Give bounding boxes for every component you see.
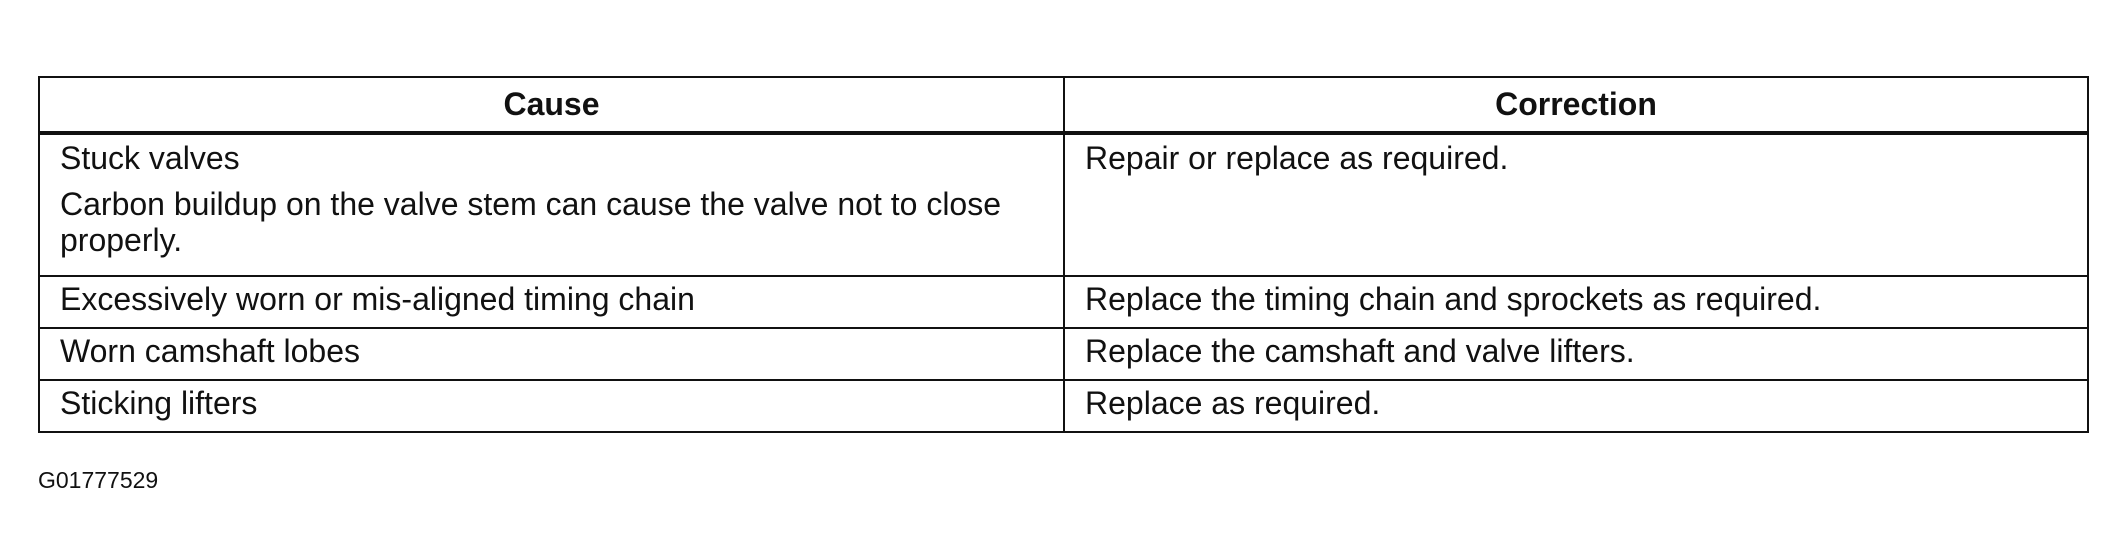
cause-cell: Stuck valves Carbon buildup on the valve…: [38, 132, 1065, 277]
correction-cell: Replace the camshaft and valve lifters.: [1063, 327, 2089, 381]
table-row: Worn camshaft lobes Replace the camshaft…: [38, 327, 2089, 381]
column-header-correction: Correction: [1063, 76, 2089, 135]
correction-cell: Replace the timing chain and sprockets a…: [1063, 275, 2089, 329]
cause-cell: Worn camshaft lobes: [38, 327, 1065, 381]
cause-detail: Carbon buildup on the valve stem can cau…: [60, 185, 1002, 258]
table-row: Excessively worn or mis-aligned timing c…: [38, 275, 2089, 329]
correction-cell: Repair or replace as required.: [1063, 132, 2089, 277]
cause-title: Stuck valves: [60, 140, 240, 176]
cause-cell: Excessively worn or mis-aligned timing c…: [38, 275, 1065, 329]
table-header-row: Cause Correction: [38, 76, 2089, 135]
figure-id-label: G01777529: [38, 467, 159, 493]
column-header-cause: Cause: [38, 76, 1065, 135]
table-row: Stuck valves Carbon buildup on the valve…: [38, 132, 2089, 277]
cause-cell: Sticking lifters: [38, 379, 1065, 433]
correction-cell: Replace as required.: [1063, 379, 2089, 433]
table-row: Sticking lifters Replace as required.: [38, 379, 2089, 433]
diagnosis-table: Cause Correction Stuck valves Carbon bui…: [38, 76, 2089, 433]
